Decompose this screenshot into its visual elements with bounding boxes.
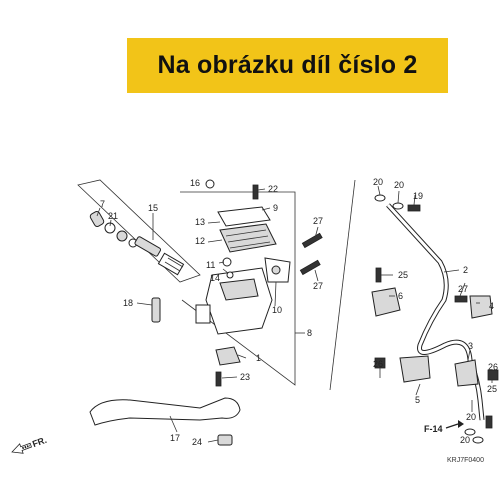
label-6: 6: [398, 291, 403, 301]
screw-16: [205, 179, 215, 189]
clamp-6: [371, 287, 401, 317]
section-ref-label: F-14: [424, 424, 443, 434]
label-10: 10: [272, 305, 282, 315]
label-13: 13: [195, 217, 205, 227]
label-23: 23: [240, 372, 250, 382]
front-direction-arrow: FR.: [11, 435, 48, 454]
bolt-25-upper: [375, 267, 382, 283]
label-20-b: 20: [394, 180, 404, 190]
washer-14: [226, 271, 234, 279]
label-16: 16: [190, 178, 200, 188]
label-27-right: 27: [458, 284, 468, 294]
label-26-right: 26: [488, 362, 498, 372]
label-15: 15: [148, 203, 158, 213]
label-17: 17: [170, 433, 180, 443]
bolts-27: [299, 232, 323, 276]
switch-1: [215, 346, 241, 366]
bolt-25-right: [454, 295, 468, 303]
label-18: 18: [123, 298, 133, 308]
banjo-washers-upper: [374, 194, 421, 212]
label-8: 8: [307, 328, 312, 338]
fr-label: FR.: [31, 435, 48, 449]
part-labels: 7 21 15 16 22 9 13 12 11 14 18 10 27 27 …: [100, 177, 498, 447]
label-24: 24: [192, 437, 202, 447]
pivot-bolt-18: [151, 297, 161, 323]
label-11: 11: [206, 260, 215, 270]
label-22: 22: [268, 184, 278, 194]
title-banner: Na obrázku díl číslo 2: [127, 38, 448, 93]
clamp-3: [454, 359, 479, 387]
label-26-left: 26: [373, 359, 383, 369]
screw-22: [252, 184, 259, 200]
section-reference: F-14: [424, 420, 464, 434]
banjo-washers-lower: [464, 415, 493, 444]
leader-lines: [96, 185, 493, 443]
clamp-4: [469, 295, 493, 319]
label-19: 19: [413, 191, 423, 201]
reservoir-cap: [217, 206, 277, 253]
bolt-26-right: [487, 369, 499, 381]
master-cylinder-body: [195, 257, 291, 335]
label-25-right: 25: [487, 384, 497, 394]
label-20-a: 20: [373, 177, 383, 187]
title-text: Na obrázku díl číslo 2: [157, 51, 418, 79]
label-21: 21: [108, 211, 118, 221]
label-5: 5: [415, 395, 420, 405]
label-20-d: 20: [460, 435, 470, 445]
label-14: 14: [210, 273, 220, 283]
nut-24: [217, 434, 233, 446]
label-3: 3: [468, 341, 473, 351]
clamp-5: [399, 355, 431, 383]
screw-23: [215, 371, 222, 387]
label-7: 7: [100, 199, 105, 209]
diagram-code: KRJ7F0400: [447, 457, 484, 464]
label-27-lower: 27: [313, 281, 323, 291]
label-27-upper: 27: [313, 216, 323, 226]
oring-11: [222, 257, 232, 267]
label-4: 4: [489, 301, 494, 311]
group-box-hose-left: [329, 179, 356, 391]
brake-lever-17: [89, 397, 241, 426]
piston-kit: [89, 211, 185, 276]
label-2: 2: [463, 265, 468, 275]
label-12: 12: [195, 236, 205, 246]
label-9: 9: [273, 203, 278, 213]
label-25-upper: 25: [398, 270, 408, 280]
group-box-master-cylinder: [180, 191, 296, 386]
label-1: 1: [256, 353, 261, 363]
label-20-c: 20: [466, 412, 476, 422]
